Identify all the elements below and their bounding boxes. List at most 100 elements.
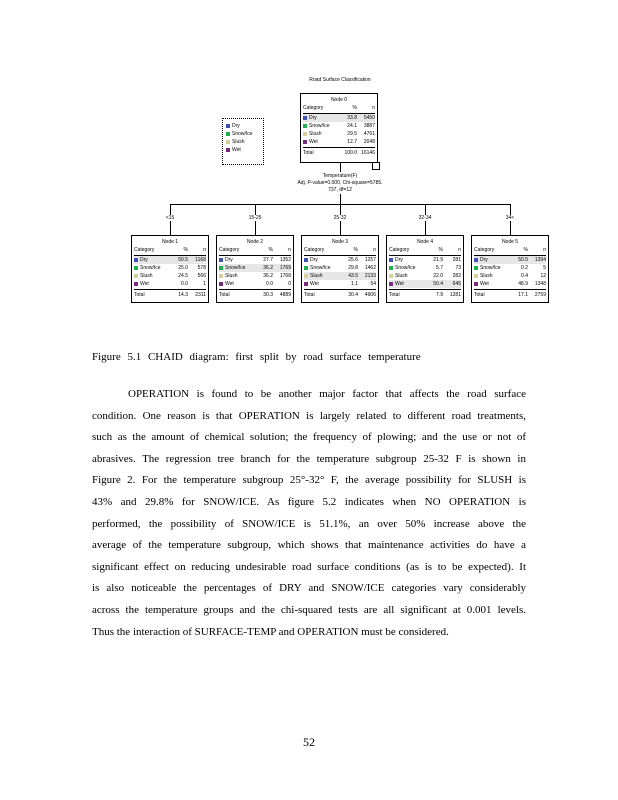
- header-n: n: [543, 247, 546, 253]
- figure-caption: Figure 5.1 CHAID diagram: first split by…: [92, 351, 421, 363]
- paragraph-line: performed, the possibility of SNOW/ICE i…: [92, 517, 526, 530]
- paragraph-line: such as the amount of chemical solution;…: [92, 431, 526, 444]
- header-category: Category: [303, 105, 324, 111]
- category-label: Slush: [480, 273, 493, 279]
- node-header: Category% n: [134, 247, 206, 256]
- node-header: Category%n: [474, 247, 546, 256]
- row-pct: 0.4: [521, 273, 528, 279]
- category-label: Wet: [395, 281, 404, 287]
- paragraph-line: Thus the interaction of SURFACE-TEMP and…: [92, 625, 449, 638]
- node-row: Slush 0.4 12: [474, 272, 546, 280]
- header-n: n: [203, 247, 206, 253]
- category-label: Slush: [310, 273, 323, 279]
- row-pct: 27.7: [263, 257, 273, 263]
- row-n: 645: [452, 281, 461, 287]
- split-stats: Adj. P-value=0.000, Chi-square=5785.: [297, 180, 383, 186]
- body-paragraph: OPERATION is found to be another major f…: [92, 384, 526, 643]
- header-n: n: [373, 247, 376, 253]
- row-category: Snow/Ice: [389, 265, 425, 271]
- row-n: 2048: [363, 139, 375, 145]
- header-category: Category: [304, 247, 325, 253]
- total-pct: 7.9: [436, 292, 443, 298]
- category-label: Wet: [140, 281, 149, 287]
- row-category: Slush: [474, 273, 510, 279]
- row-pct: 50.4: [433, 281, 443, 287]
- row-pct: 0.2: [521, 265, 528, 271]
- row-n: 281: [452, 257, 461, 263]
- node-title: Node 1: [161, 239, 179, 245]
- category-swatch: [303, 140, 307, 144]
- split-variable: Temperature(F): [322, 173, 358, 179]
- node-title: Node 5: [501, 239, 519, 245]
- row-n: 5: [543, 265, 546, 271]
- collapse-icon: [372, 162, 380, 170]
- split-stats-2: 737, df=12: [328, 187, 352, 193]
- row-n: 5450: [363, 115, 375, 121]
- legend-swatch: [226, 124, 230, 128]
- category-swatch: [219, 274, 223, 278]
- row-category: Dry: [304, 257, 340, 263]
- total-label: Total: [389, 292, 400, 298]
- paragraph-line: is also noticeable the percentages of DR…: [92, 582, 526, 595]
- row-n: 0: [288, 281, 291, 287]
- category-swatch: [219, 282, 223, 286]
- legend-label: Slush: [232, 139, 245, 145]
- row-category: Dry: [389, 257, 425, 263]
- category-label: Wet: [225, 281, 234, 287]
- row-pct: 29.8: [348, 265, 358, 271]
- row-category: Wet: [389, 281, 425, 287]
- row-pct: 48.9: [518, 281, 528, 287]
- paragraph-line: condition. One reason is that OPERATION …: [92, 409, 526, 422]
- paragraph-line: across the temperature groups and the ch…: [92, 603, 526, 616]
- total-n: 1281: [449, 292, 461, 298]
- category-label: Slush: [395, 273, 408, 279]
- row-pct: 0.0: [181, 281, 188, 287]
- row-category: Slush: [389, 273, 425, 279]
- row-category: Dry: [303, 115, 339, 121]
- row-category: Snow/Ice: [303, 123, 339, 129]
- total-n: 16146: [361, 150, 375, 156]
- row-n: 54: [370, 281, 376, 287]
- total-n: 4906: [364, 292, 376, 298]
- category-swatch: [303, 116, 307, 120]
- paragraph-line: average of the temperature subgroup, whi…: [92, 539, 526, 552]
- header-pct: %: [183, 247, 188, 253]
- category-swatch: [304, 274, 308, 278]
- category-label: Dry: [310, 257, 318, 263]
- total-n: 2759: [534, 292, 546, 298]
- row-n: 3887: [363, 123, 375, 129]
- header-category: Category: [134, 247, 155, 253]
- node-title: Node 3: [331, 239, 349, 245]
- legend-item: Slush: [226, 138, 263, 146]
- node-header: Category%n: [219, 247, 291, 256]
- legend-swatch: [226, 140, 230, 144]
- row-n: 12: [540, 273, 546, 279]
- row-n: 1168: [195, 257, 206, 263]
- row-n: 2133: [364, 273, 376, 279]
- row-n: 4761: [363, 131, 375, 137]
- row-pct: 25.0: [178, 265, 188, 271]
- header-category: Category: [219, 247, 240, 253]
- category-label: Slush: [225, 273, 238, 279]
- category-swatch: [134, 274, 138, 278]
- header-pct: %: [438, 247, 443, 253]
- page-number: 52: [303, 735, 315, 749]
